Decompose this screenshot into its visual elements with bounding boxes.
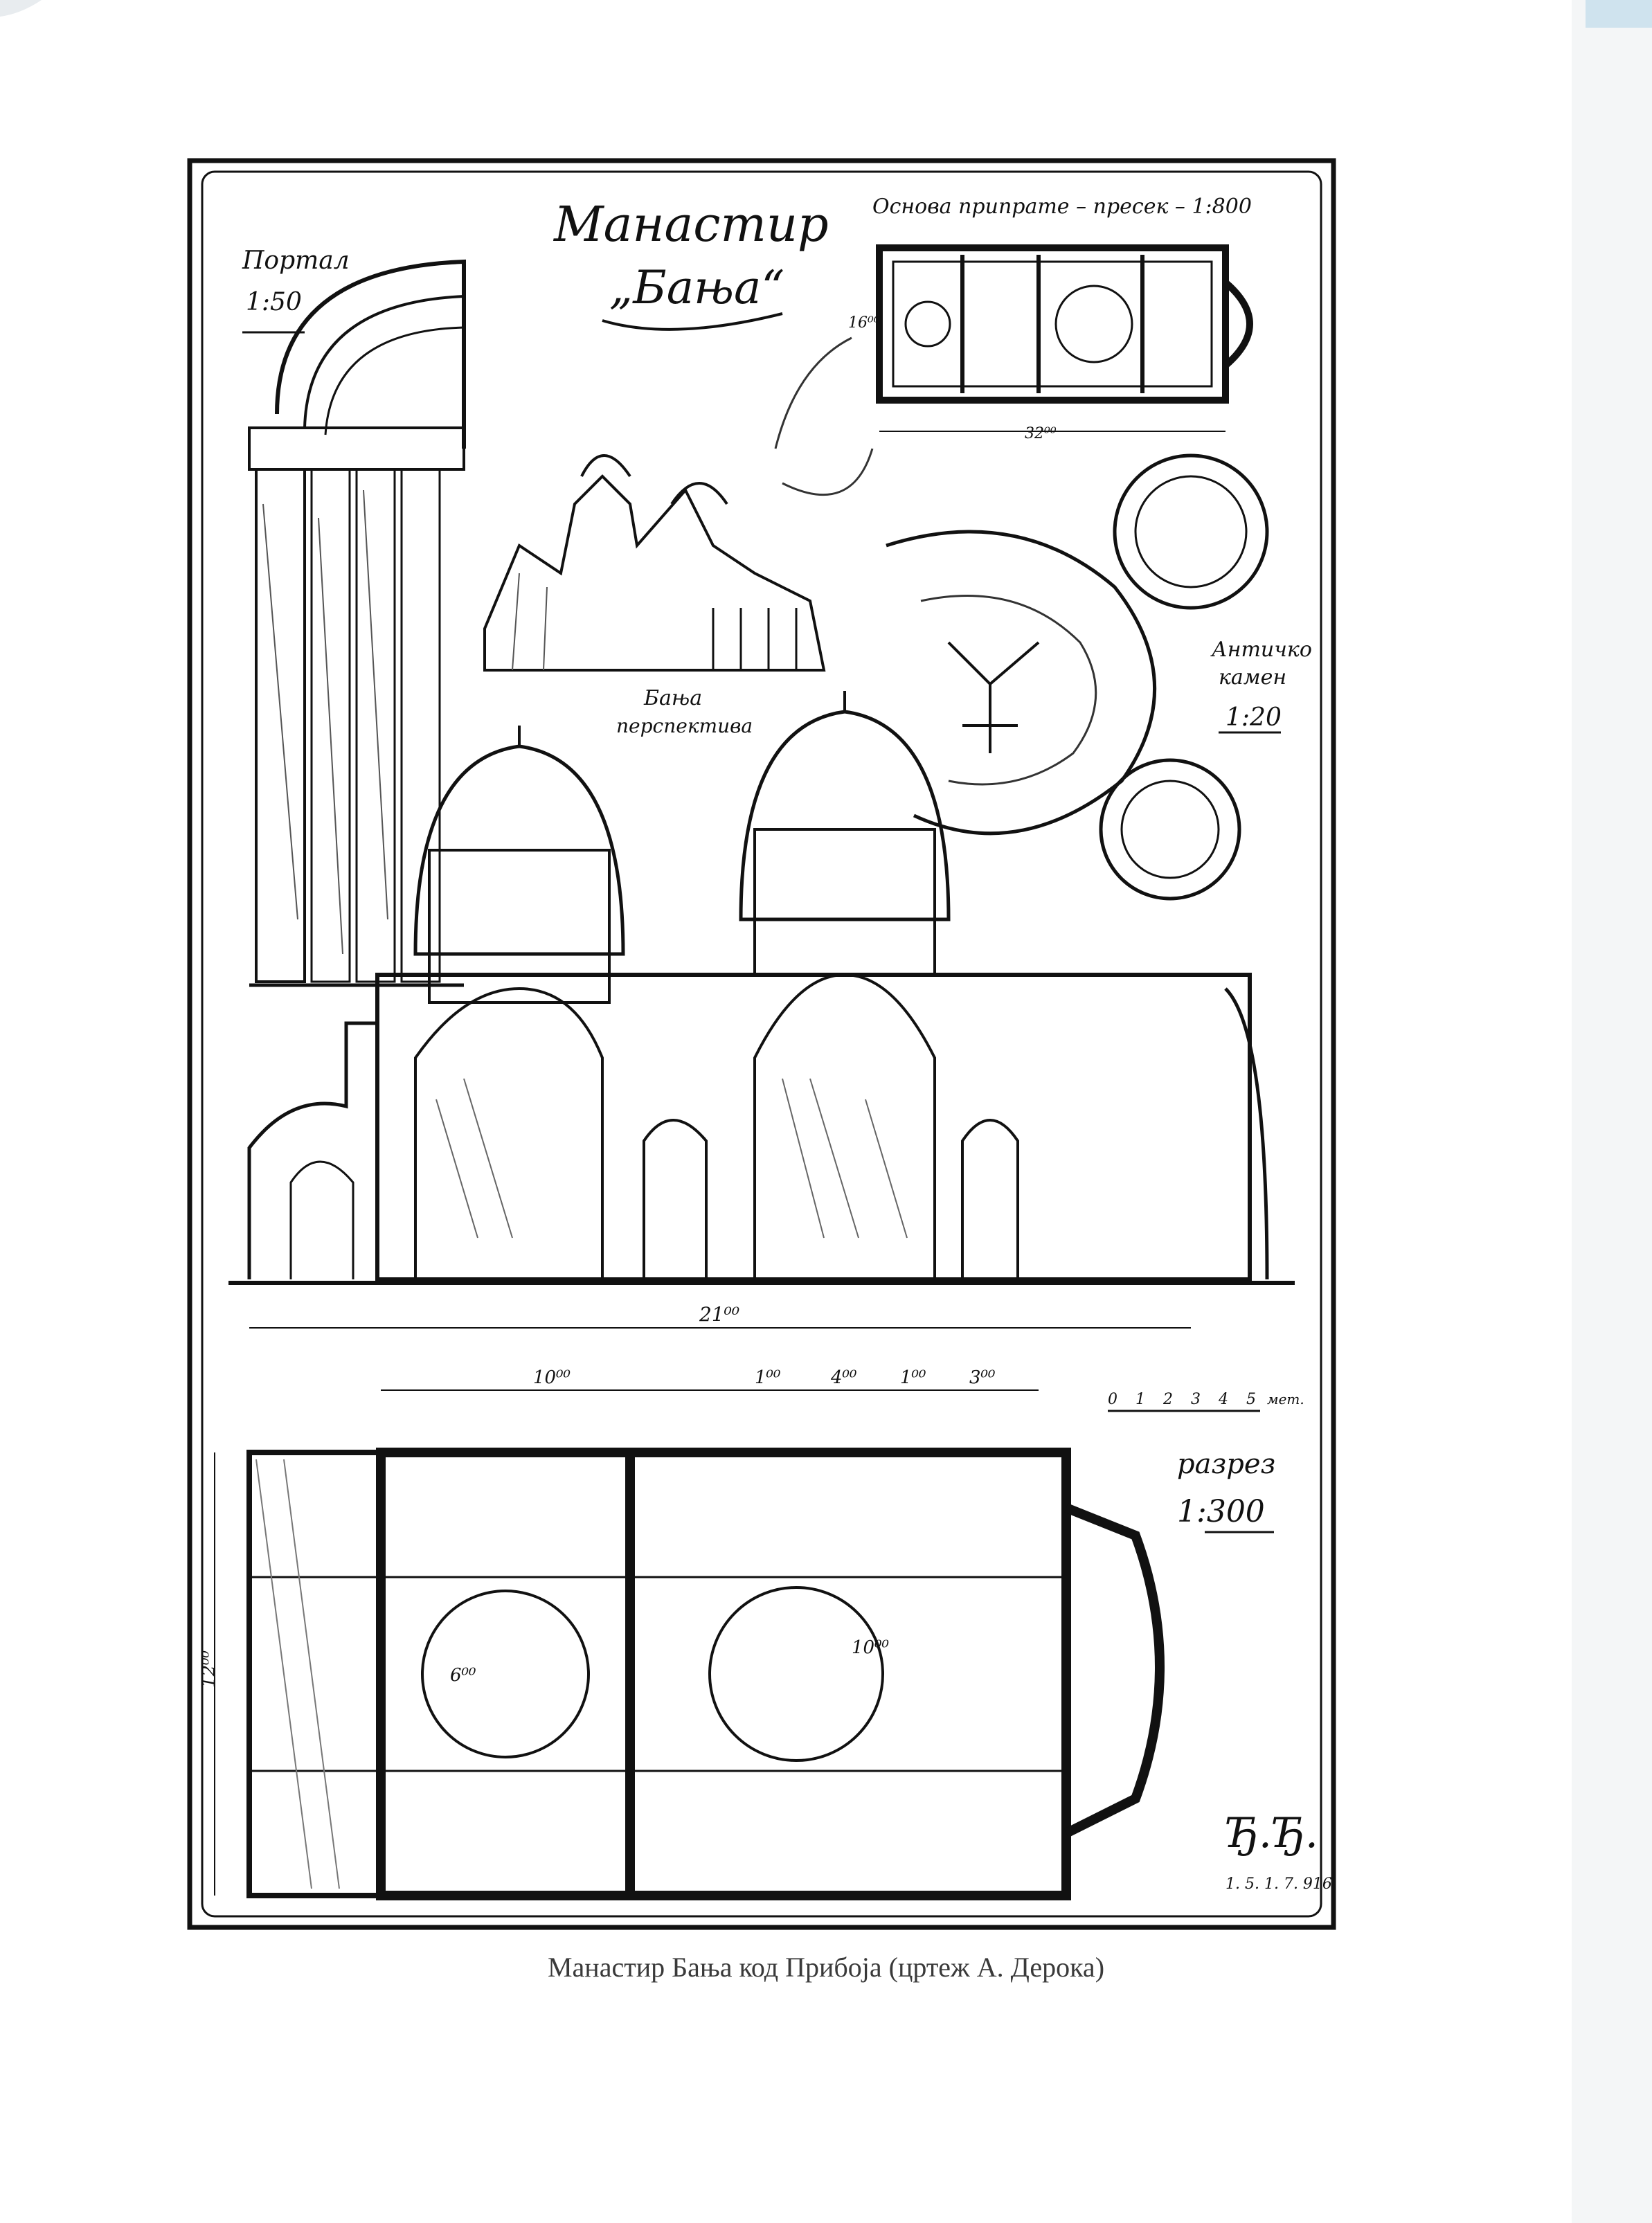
plate-title-line1: Манастир <box>553 196 829 253</box>
scale-unit: мет. <box>1267 1391 1304 1407</box>
scale-tick-0: 0 <box>1108 1391 1117 1408</box>
plan-dim-width: 12⁰⁰ <box>199 1650 219 1688</box>
ornament-drawing: Античко камен 1:20 <box>886 453 1312 901</box>
scale-tick-4: 4 <box>1218 1391 1228 1408</box>
portal-drawing: Портал 1:50 <box>242 246 466 987</box>
ornament-label-line2: камен <box>1219 665 1286 690</box>
title-flourish <box>602 312 783 331</box>
plan-dome-west <box>421 1590 590 1758</box>
portal-scale: 1:50 <box>246 288 302 316</box>
plan-dim-b: 1⁰⁰ <box>755 1367 781 1388</box>
signature-date: 1. 5. 1. 7. 916. <box>1225 1875 1336 1893</box>
signature: Ђ.Ђ. <box>1225 1809 1318 1857</box>
perspective-label-line2: перспектива <box>616 714 753 737</box>
figure-caption: Манастир Бања код Прибоја (цртеж А. Деро… <box>547 1952 1105 1983</box>
ground-plan-drawing: 10⁰⁰ 1⁰⁰ 4⁰⁰ 1⁰⁰ 3⁰⁰ 6⁰⁰ 10⁰⁰ 12⁰⁰ <box>199 1367 1165 1900</box>
plan-dim-nave: 10⁰⁰ <box>852 1637 890 1658</box>
portal-label: Портал <box>242 246 350 275</box>
plate-inner-frame <box>201 170 1322 1918</box>
plate-title-line2: „Бања“ <box>609 261 784 314</box>
scale-tick-1: 1 <box>1135 1391 1145 1408</box>
small-plan-dim-b: 16⁰⁰ <box>848 314 880 332</box>
plan-dim-a: 10⁰⁰ <box>533 1367 571 1388</box>
scale-tick-2: 2 <box>1162 1391 1173 1408</box>
plan-dim-dome: 6⁰⁰ <box>450 1665 476 1686</box>
small-plan-drawing: Основа припрате – пресек – 1:800 16⁰⁰ 32… <box>848 195 1253 442</box>
section-label: разрез <box>1177 1448 1275 1480</box>
drawing-plate: Манастир „Бања“ Портал 1:50 Основа припр… <box>187 158 1336 1930</box>
perspective-label-line1: Бања <box>643 686 702 710</box>
section-scale: 1:300 <box>1177 1494 1265 1529</box>
scale-bar: 0 1 2 3 4 5 мет. разрез 1:300 <box>1108 1391 1304 1533</box>
plan-dim-c: 4⁰⁰ <box>830 1367 857 1388</box>
ornament-scale: 1:20 <box>1225 703 1282 732</box>
ornament-label-line1: Античко <box>1210 638 1312 662</box>
plan-dome-east <box>708 1586 884 1762</box>
section-dim-total: 21⁰⁰ <box>699 1303 739 1326</box>
scale-tick-5: 5 <box>1246 1391 1256 1408</box>
perspective-sketch: Бања перспектива <box>483 336 874 737</box>
small-plan-label: Основа припрате – пресек – 1:800 <box>872 195 1252 219</box>
artist-signature: Ђ.Ђ. 1. 5. 1. 7. 916. <box>1225 1809 1336 1893</box>
scale-tick-3: 3 <box>1191 1391 1201 1408</box>
plan-dim-e: 3⁰⁰ <box>969 1367 996 1388</box>
plan-dim-d: 1⁰⁰ <box>900 1367 926 1388</box>
section-drawing: 21⁰⁰ <box>228 691 1295 1329</box>
small-plan-dim-a: 32⁰⁰ <box>1025 425 1057 442</box>
